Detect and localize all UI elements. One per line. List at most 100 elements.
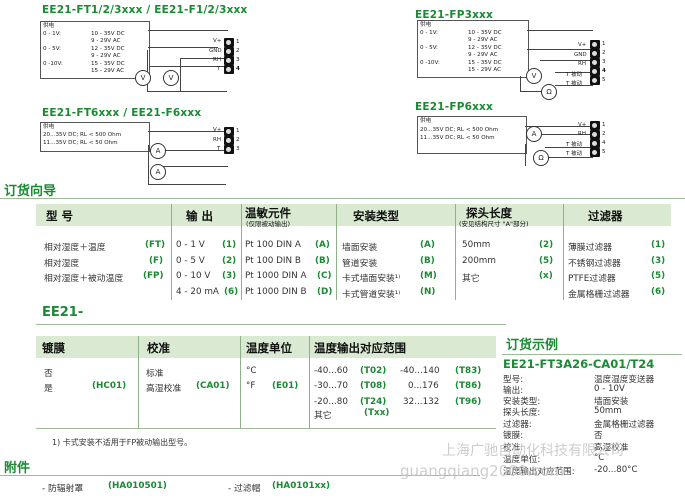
mounting-option: 管道安装 (342, 259, 378, 269)
mounting-option: 墙面安装 (342, 243, 378, 253)
coating-option: 是 (44, 384, 53, 394)
example-value: -20...80°C (594, 465, 638, 475)
terminal-number: 2 (236, 137, 240, 143)
spec-label: 10 - 35V DC 9 - 29V AC (91, 31, 125, 44)
terminal-number: 5 (602, 77, 606, 83)
example-value: 否 (594, 431, 603, 441)
terminal-number: 1 (236, 128, 240, 134)
header-probe-note: (安见结构尺寸 "A"部分) (459, 220, 529, 228)
range-label: 0 -10V: (420, 60, 440, 66)
example-key: 温度输出对应范围: (503, 467, 575, 477)
calibration-option: 标准 (146, 369, 164, 379)
terminal-number: 2 (602, 131, 606, 137)
terminal-block (590, 139, 600, 148)
terminal-block (590, 49, 600, 58)
temp-range-code: (T02) (360, 366, 387, 376)
temp-range-f: -40...140 (400, 366, 440, 376)
output-code: (6) (224, 287, 239, 297)
example-code: EE21-FT3A26-CA01/T24 (503, 357, 655, 371)
probe-code: (x) (539, 271, 553, 281)
diagram-fp3-box: 供电 0 - 1V: 10 - 35V DC 9 - 29V AC 0 - 5V… (417, 20, 529, 78)
terminal-block (590, 148, 600, 157)
example-key: 输出: (503, 386, 524, 396)
example-value: 高湿校准 (594, 443, 629, 453)
terminal-label: T (217, 66, 221, 72)
terminal-label: RH (213, 137, 221, 143)
terminal-number: 2 (236, 48, 240, 54)
terminal-number: 3 (236, 146, 240, 152)
output-option: 0 - 1 V (176, 240, 205, 250)
temp-range-code: (Txx) (364, 408, 390, 418)
probe-option: 200mm (462, 256, 496, 266)
spec-line: 11...35V DC; RL < 50 Ohm (43, 140, 118, 146)
model-option: 相对湿度＋温度 (44, 243, 106, 253)
temp-range-f: 32...132 (403, 397, 440, 407)
terminal-block (224, 56, 234, 65)
header-temp-unit: 温度单位 (246, 341, 292, 355)
temp-range-code: (T86) (455, 381, 482, 391)
temp-range-c: -20...80 (314, 397, 348, 407)
spec-line: 11...35V DC; RL < 50 Ohm (420, 135, 495, 141)
header-sensor-note: (仅限被动输出) (246, 220, 291, 228)
diagram-fp6-title: EE21-FP6xxx (415, 101, 494, 113)
example-key: 过滤器: (503, 420, 532, 430)
terminal-label: V+ (213, 127, 222, 133)
header-output: 输 出 (186, 209, 214, 223)
terminal-block (224, 127, 234, 136)
model-option: 相对湿度 (44, 259, 80, 269)
accessory-item: - 过滤帽 (228, 484, 261, 494)
filter-option: PTFE过滤器 (568, 274, 616, 284)
supply-label: 供电 (420, 118, 432, 124)
sensor-code: (B) (315, 256, 330, 266)
ordering-header: 型 号 输 出 温敏元件 (仅限被动输出) 安装类型 探头长度 (安见结构尺寸 … (36, 204, 671, 228)
ordering-section-title: 订货向导 (4, 184, 57, 199)
range-label: 0 - 1V: (420, 30, 438, 36)
terminal-label: GND (209, 48, 222, 54)
spec-label: 12 - 35V DC 9 - 29V AC (91, 46, 125, 59)
terminal-block (224, 38, 234, 47)
example-key: 探头长度: (503, 408, 541, 418)
output-code: (3) (222, 271, 237, 281)
example-value: 0 - 10V (594, 384, 625, 394)
output-option: 0 - 10 V (176, 271, 211, 281)
options-header: 镀膜 校准 温度单位 温度输出对应范围 (36, 336, 496, 358)
header-coating: 镀膜 (42, 341, 65, 355)
terminal-block (590, 40, 600, 49)
diagram-ft-box: 供电 0 - 1V: 10 - 35V DC 9 - 29V AC 0 - 5V… (40, 21, 150, 79)
terminal-label: V+ (578, 42, 587, 48)
sensor-option: Pt 1000 DIN A (245, 271, 307, 281)
probe-option: 其它 (462, 274, 480, 284)
terminal-number: 4 (236, 66, 240, 72)
voltmeter-icon: V (526, 68, 542, 84)
terminal-block (590, 58, 600, 67)
temp-unit-code: (E01) (272, 381, 299, 391)
ohmmeter-icon: Ω (533, 150, 549, 166)
accessory-code: (HA010501) (108, 481, 167, 491)
filter-option: 不锈钢过滤器 (568, 259, 621, 269)
supply-label: 供电 (420, 22, 432, 28)
spec-label: 12 - 35V DC 9 - 29V AC (468, 45, 502, 58)
terminal-label: T (217, 146, 221, 152)
ohmmeter-icon: Ω (541, 84, 557, 100)
terminal-block (590, 121, 600, 130)
output-option: 4 - 20 mA (176, 287, 219, 297)
terminal-label: GND (574, 52, 587, 58)
example-value: 金属格栅过滤器 (594, 420, 655, 430)
model-code: (FP) (143, 271, 164, 281)
temp-unit-option: °F (246, 381, 256, 391)
terminal-block (224, 47, 234, 56)
temp-range-c: -40...60 (314, 366, 348, 376)
sensor-code: (D) (317, 287, 333, 297)
output-option: 0 - 5 V (176, 256, 205, 266)
header-mounting: 安装类型 (353, 209, 399, 223)
model-code: (F) (149, 256, 164, 266)
terminal-number: 5 (602, 149, 606, 155)
ammeter-icon: A (150, 164, 166, 180)
filter-code: (6) (651, 287, 666, 297)
terminal-label: T 被动 (566, 151, 583, 157)
accessories-title: 附件 (4, 461, 31, 476)
sensor-option: Pt 100 DIN B (245, 256, 301, 266)
mounting-option: 卡式墙面安装¹⁾ (342, 274, 401, 284)
sensor-option: Pt 100 DIN A (245, 240, 301, 250)
probe-code: (2) (539, 240, 554, 250)
